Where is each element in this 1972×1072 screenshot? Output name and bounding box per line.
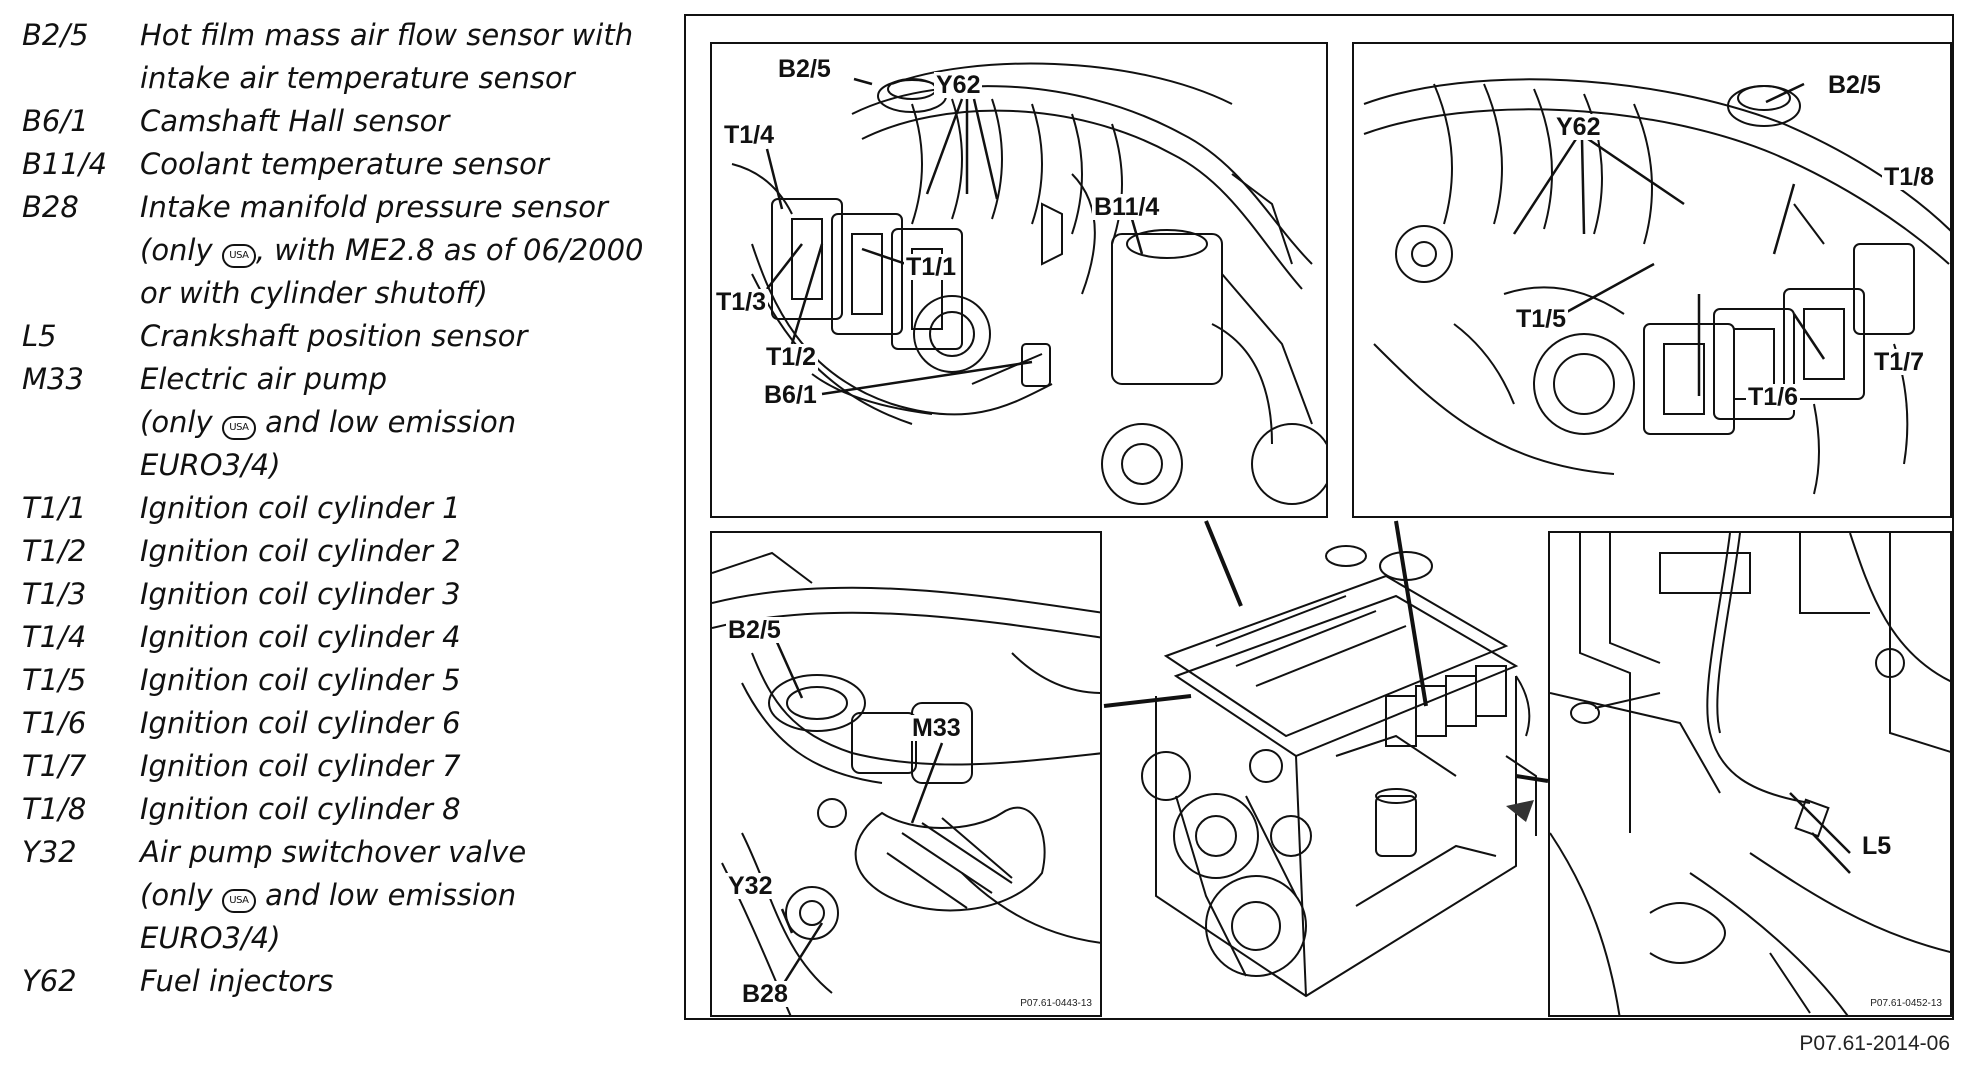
- legend-desc: Air pump switchover valve: [140, 835, 527, 869]
- legend-code: B11/4: [22, 147, 108, 181]
- legend-desc: Ignition coil cylinder 3: [140, 577, 461, 611]
- legend-desc: or with cylinder shutoff): [140, 276, 488, 310]
- usa-country-icon: USA: [221, 244, 256, 268]
- legend-row-t1-4: T1/4 Ignition coil cylinder 4: [22, 616, 662, 659]
- legend-desc: (only: [140, 878, 222, 912]
- callout-t1-8: T1/8: [1882, 163, 1937, 191]
- legend-row-t1-2: T1/2 Ignition coil cylinder 2: [22, 530, 662, 573]
- legend-code: T1/6: [22, 706, 87, 740]
- panel-part-number: P07.61-0443-13: [1020, 998, 1092, 1009]
- legend-desc: and low emission: [255, 405, 517, 439]
- legend-desc: Ignition coil cylinder 6: [140, 706, 461, 740]
- engine-detail-drawing: [712, 551, 1100, 1015]
- legend-row-b6-1: B6/1 Camshaft Hall sensor: [22, 100, 662, 143]
- callout-t1-1: T1/1: [904, 253, 959, 281]
- legend-desc: Ignition coil cylinder 2: [140, 534, 461, 568]
- engine-overview-drawing: [1141, 545, 1537, 998]
- engine-overview: [1106, 536, 1546, 1016]
- legend-code: T1/1: [22, 491, 87, 525]
- usa-country-icon: USA: [221, 889, 256, 913]
- legend-code: T1/8: [22, 792, 87, 826]
- callout-t1-2: T1/2: [764, 343, 819, 371]
- callout-m33: M33: [910, 714, 963, 742]
- legend-row-t1-7: T1/7 Ignition coil cylinder 7: [22, 745, 662, 788]
- legend-code: B28: [22, 190, 79, 224]
- legend-row-y62: Y62 Fuel injectors: [22, 960, 662, 1003]
- callout-y32: Y32: [726, 872, 775, 900]
- callout-t1-7: T1/7: [1872, 348, 1927, 376]
- legend-row-b11-4: B11/4 Coolant temperature sensor: [22, 143, 662, 186]
- legend-desc: Coolant temperature sensor: [140, 147, 549, 181]
- legend-code: T1/3: [22, 577, 87, 611]
- legend-row-t1-3: T1/3 Ignition coil cylinder 3: [22, 573, 662, 616]
- legend-desc: and low emission: [255, 878, 517, 912]
- legend-code: T1/2: [22, 534, 87, 568]
- engine-figure: B2/5 Y62 T1/4 T1/3 T1/1 T1/2 B11/4 B6/1: [684, 14, 1954, 1020]
- legend-row-t1-8: T1/8 Ignition coil cylinder 8: [22, 788, 662, 831]
- panel-bottom-right: L5 P07.61-0452-13: [1548, 531, 1952, 1017]
- legend-row-b2-5: B2/5 Hot film mass air flow sensor with i…: [22, 14, 662, 100]
- legend-desc: Electric air pump: [140, 362, 388, 396]
- legend-row-b28: B28 Intake manifold pressure sensor (onl…: [22, 186, 662, 315]
- legend-code: Y32: [22, 835, 77, 869]
- callout-t1-5: T1/5: [1514, 305, 1569, 333]
- legend-row-m33: M33 Electric air pump (only USA and low …: [22, 358, 662, 487]
- callout-b11-4: B11/4: [1092, 193, 1162, 221]
- legend: B2/5 Hot film mass air flow sensor with i…: [22, 14, 662, 1003]
- legend-desc: Ignition coil cylinder 7: [140, 749, 461, 783]
- legend-code: T1/4: [22, 620, 87, 654]
- legend-code: M33: [22, 362, 84, 396]
- callout-b2-5: B2/5: [726, 616, 783, 644]
- legend-desc: Ignition coil cylinder 4: [140, 620, 461, 654]
- legend-desc: (only: [140, 405, 222, 439]
- legend-desc: (only: [140, 233, 222, 267]
- engine-detail-drawing: [1550, 533, 1950, 1015]
- engine-detail-drawing: [1363, 78, 1950, 495]
- legend-desc: EURO3/4): [140, 921, 281, 955]
- legend-code: B6/1: [22, 104, 89, 138]
- legend-desc: intake air temperature sensor: [140, 61, 575, 95]
- legend-desc: Hot film mass air flow sensor with: [140, 18, 634, 52]
- callout-t1-6: T1/6: [1746, 383, 1801, 411]
- callout-l5: L5: [1860, 832, 1894, 860]
- legend-desc: Ignition coil cylinder 8: [140, 792, 461, 826]
- callout-t1-3: T1/3: [714, 288, 769, 316]
- legend-desc: EURO3/4): [140, 448, 281, 482]
- panel-bottom-left: B2/5 M33 Y32 B28 P07.61-0443-13: [710, 531, 1102, 1017]
- legend-code: L5: [22, 319, 57, 353]
- legend-code: B2/5: [22, 18, 89, 52]
- panel-part-number: P07.61-0452-13: [1870, 998, 1942, 1009]
- callout-y62: Y62: [934, 71, 983, 99]
- legend-row-t1-5: T1/5 Ignition coil cylinder 5: [22, 659, 662, 702]
- legend-desc: Ignition coil cylinder 1: [140, 491, 461, 525]
- legend-desc: Ignition coil cylinder 5: [140, 663, 461, 697]
- legend-code: Y62: [22, 964, 77, 998]
- legend-desc: Intake manifold pressure sensor: [140, 190, 608, 224]
- callout-b6-1: B6/1: [762, 381, 819, 409]
- legend-row-t1-6: T1/6 Ignition coil cylinder 6: [22, 702, 662, 745]
- legend-desc: Crankshaft position sensor: [140, 319, 528, 353]
- panel-top-right: B2/5 Y62 T1/8 T1/5 T1/7 T1/6: [1352, 42, 1952, 518]
- legend-code: T1/7: [22, 749, 87, 783]
- legend-row-l5: L5 Crankshaft position sensor: [22, 315, 662, 358]
- figure-reference-number: P07.61-2014-06: [1799, 1032, 1950, 1055]
- panel-top-left: B2/5 Y62 T1/4 T1/3 T1/1 T1/2 B11/4 B6/1: [710, 42, 1328, 518]
- callout-b2-5: B2/5: [1826, 71, 1883, 99]
- callout-y62: Y62: [1554, 113, 1603, 141]
- legend-row-t1-1: T1/1 Ignition coil cylinder 1: [22, 487, 662, 530]
- legend-desc: Camshaft Hall sensor: [140, 104, 450, 138]
- usa-country-icon: USA: [221, 416, 256, 440]
- legend-row-y32: Y32 Air pump switchover valve (only USA …: [22, 831, 662, 960]
- engine-detail-drawing: [731, 62, 1326, 505]
- callout-b2-5: B2/5: [776, 55, 833, 83]
- legend-desc: , with ME2.8 as of 06/2000: [255, 233, 644, 267]
- legend-code: T1/5: [22, 663, 87, 697]
- callout-t1-4: T1/4: [722, 121, 777, 149]
- legend-desc: Fuel injectors: [140, 964, 334, 998]
- callout-b28: B28: [740, 980, 790, 1008]
